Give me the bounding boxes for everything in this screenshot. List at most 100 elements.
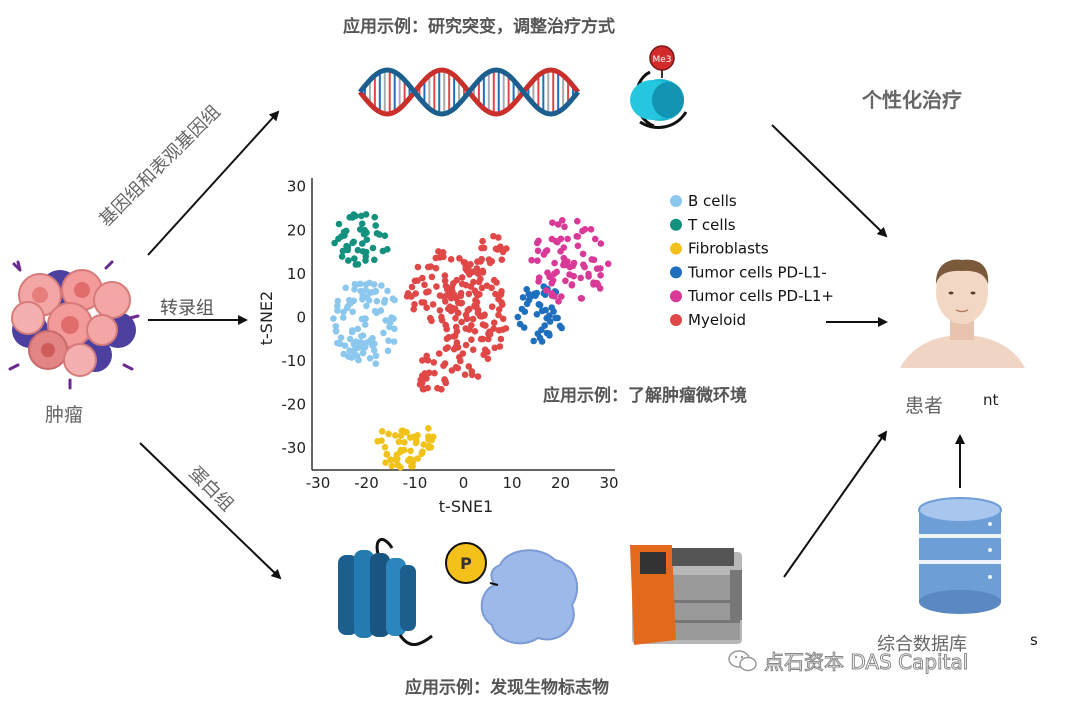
data-point: [392, 432, 399, 439]
data-point: [373, 297, 381, 305]
data-point: [581, 226, 589, 233]
data-point: [498, 256, 506, 264]
data-point: [533, 239, 541, 247]
data-point: [448, 284, 456, 291]
data-point: [381, 296, 389, 304]
watermark: 点石资本 DAS Capital: [728, 646, 969, 675]
data-point: [461, 371, 469, 379]
data-point: [331, 239, 338, 247]
data-point: [357, 343, 364, 350]
x-tick-label: 10: [502, 474, 521, 492]
data-point: [452, 314, 459, 322]
data-point: [462, 281, 470, 289]
data-point: [369, 244, 377, 252]
data-point: [345, 257, 352, 264]
data-point: [457, 289, 465, 297]
label-database-suffix: s: [1030, 631, 1038, 649]
data-point: [429, 301, 437, 308]
data-point: [491, 344, 499, 352]
data-point: [337, 334, 345, 342]
data-point: [546, 318, 554, 325]
data-point: [346, 335, 354, 343]
data-point: [535, 278, 542, 285]
data-point: [371, 256, 378, 264]
data-point: [361, 321, 369, 328]
data-point: [419, 274, 426, 282]
data-point: [552, 314, 559, 322]
data-point: [448, 367, 456, 374]
receptor-protein-icon: [338, 537, 433, 646]
data-point: [370, 347, 378, 354]
data-point: [397, 446, 405, 454]
data-point: [381, 232, 389, 239]
data-point: [564, 235, 571, 243]
data-point: [401, 439, 408, 446]
data-point: [419, 357, 426, 364]
data-point: [399, 427, 407, 435]
data-point: [349, 308, 357, 316]
data-point: [421, 281, 428, 289]
data-point: [330, 315, 337, 322]
data-point: [561, 223, 568, 231]
data-point: [533, 311, 541, 318]
data-point: [363, 302, 370, 310]
data-point: [495, 327, 503, 334]
data-point: [432, 254, 440, 262]
data-point: [404, 290, 412, 297]
data-point: [334, 307, 341, 314]
data-point: [378, 282, 385, 289]
data-point: [361, 315, 369, 322]
x-tick-label: -30: [306, 474, 331, 492]
data-point: [484, 355, 492, 363]
dna-helix-icon: [358, 67, 580, 117]
data-point: [332, 323, 340, 330]
data-point: [604, 260, 612, 268]
data-point: [338, 253, 346, 260]
data-point: [345, 353, 352, 360]
data-point: [457, 300, 465, 307]
data-point: [352, 212, 359, 220]
data-point: [466, 271, 473, 278]
data-point: [562, 277, 569, 285]
data-point: [357, 287, 365, 295]
data-point: [349, 239, 357, 247]
data-point: [495, 306, 503, 313]
data-point: [435, 248, 442, 255]
data-point: [425, 433, 432, 440]
data-point: [540, 251, 548, 258]
data-point: [397, 464, 404, 471]
data-point: [465, 363, 473, 370]
data-point: [574, 242, 582, 250]
data-point: [412, 439, 420, 447]
data-point: [534, 257, 541, 265]
data-point: [373, 230, 381, 237]
data-point: [479, 321, 487, 328]
data-point: [479, 237, 486, 245]
data-point: [354, 261, 362, 268]
data-point: [546, 312, 553, 319]
legend-label: Tumor cells PD-L1-: [687, 263, 827, 281]
data-point: [438, 316, 446, 324]
data-point: [440, 253, 447, 261]
legend-label: Fibroblasts: [688, 240, 769, 258]
data-point: [353, 352, 361, 360]
data-point: [442, 282, 450, 290]
mass-spectrometer-icon: [630, 545, 742, 645]
data-point: [533, 289, 541, 297]
data-point: [441, 277, 449, 285]
arrow-tumor-to-genome: [147, 110, 280, 256]
data-point: [538, 307, 546, 315]
title-mutation-example: 应用示例：研究突变，调整治疗方式: [343, 17, 615, 37]
data-point: [380, 329, 387, 337]
data-point: [346, 214, 354, 221]
data-point: [433, 283, 440, 290]
data-point: [362, 286, 370, 294]
data-point: [561, 259, 568, 267]
data-point: [419, 448, 426, 456]
data-point: [425, 425, 432, 432]
data-point: [388, 462, 396, 470]
data-point: [551, 259, 558, 267]
data-point: [431, 369, 438, 377]
